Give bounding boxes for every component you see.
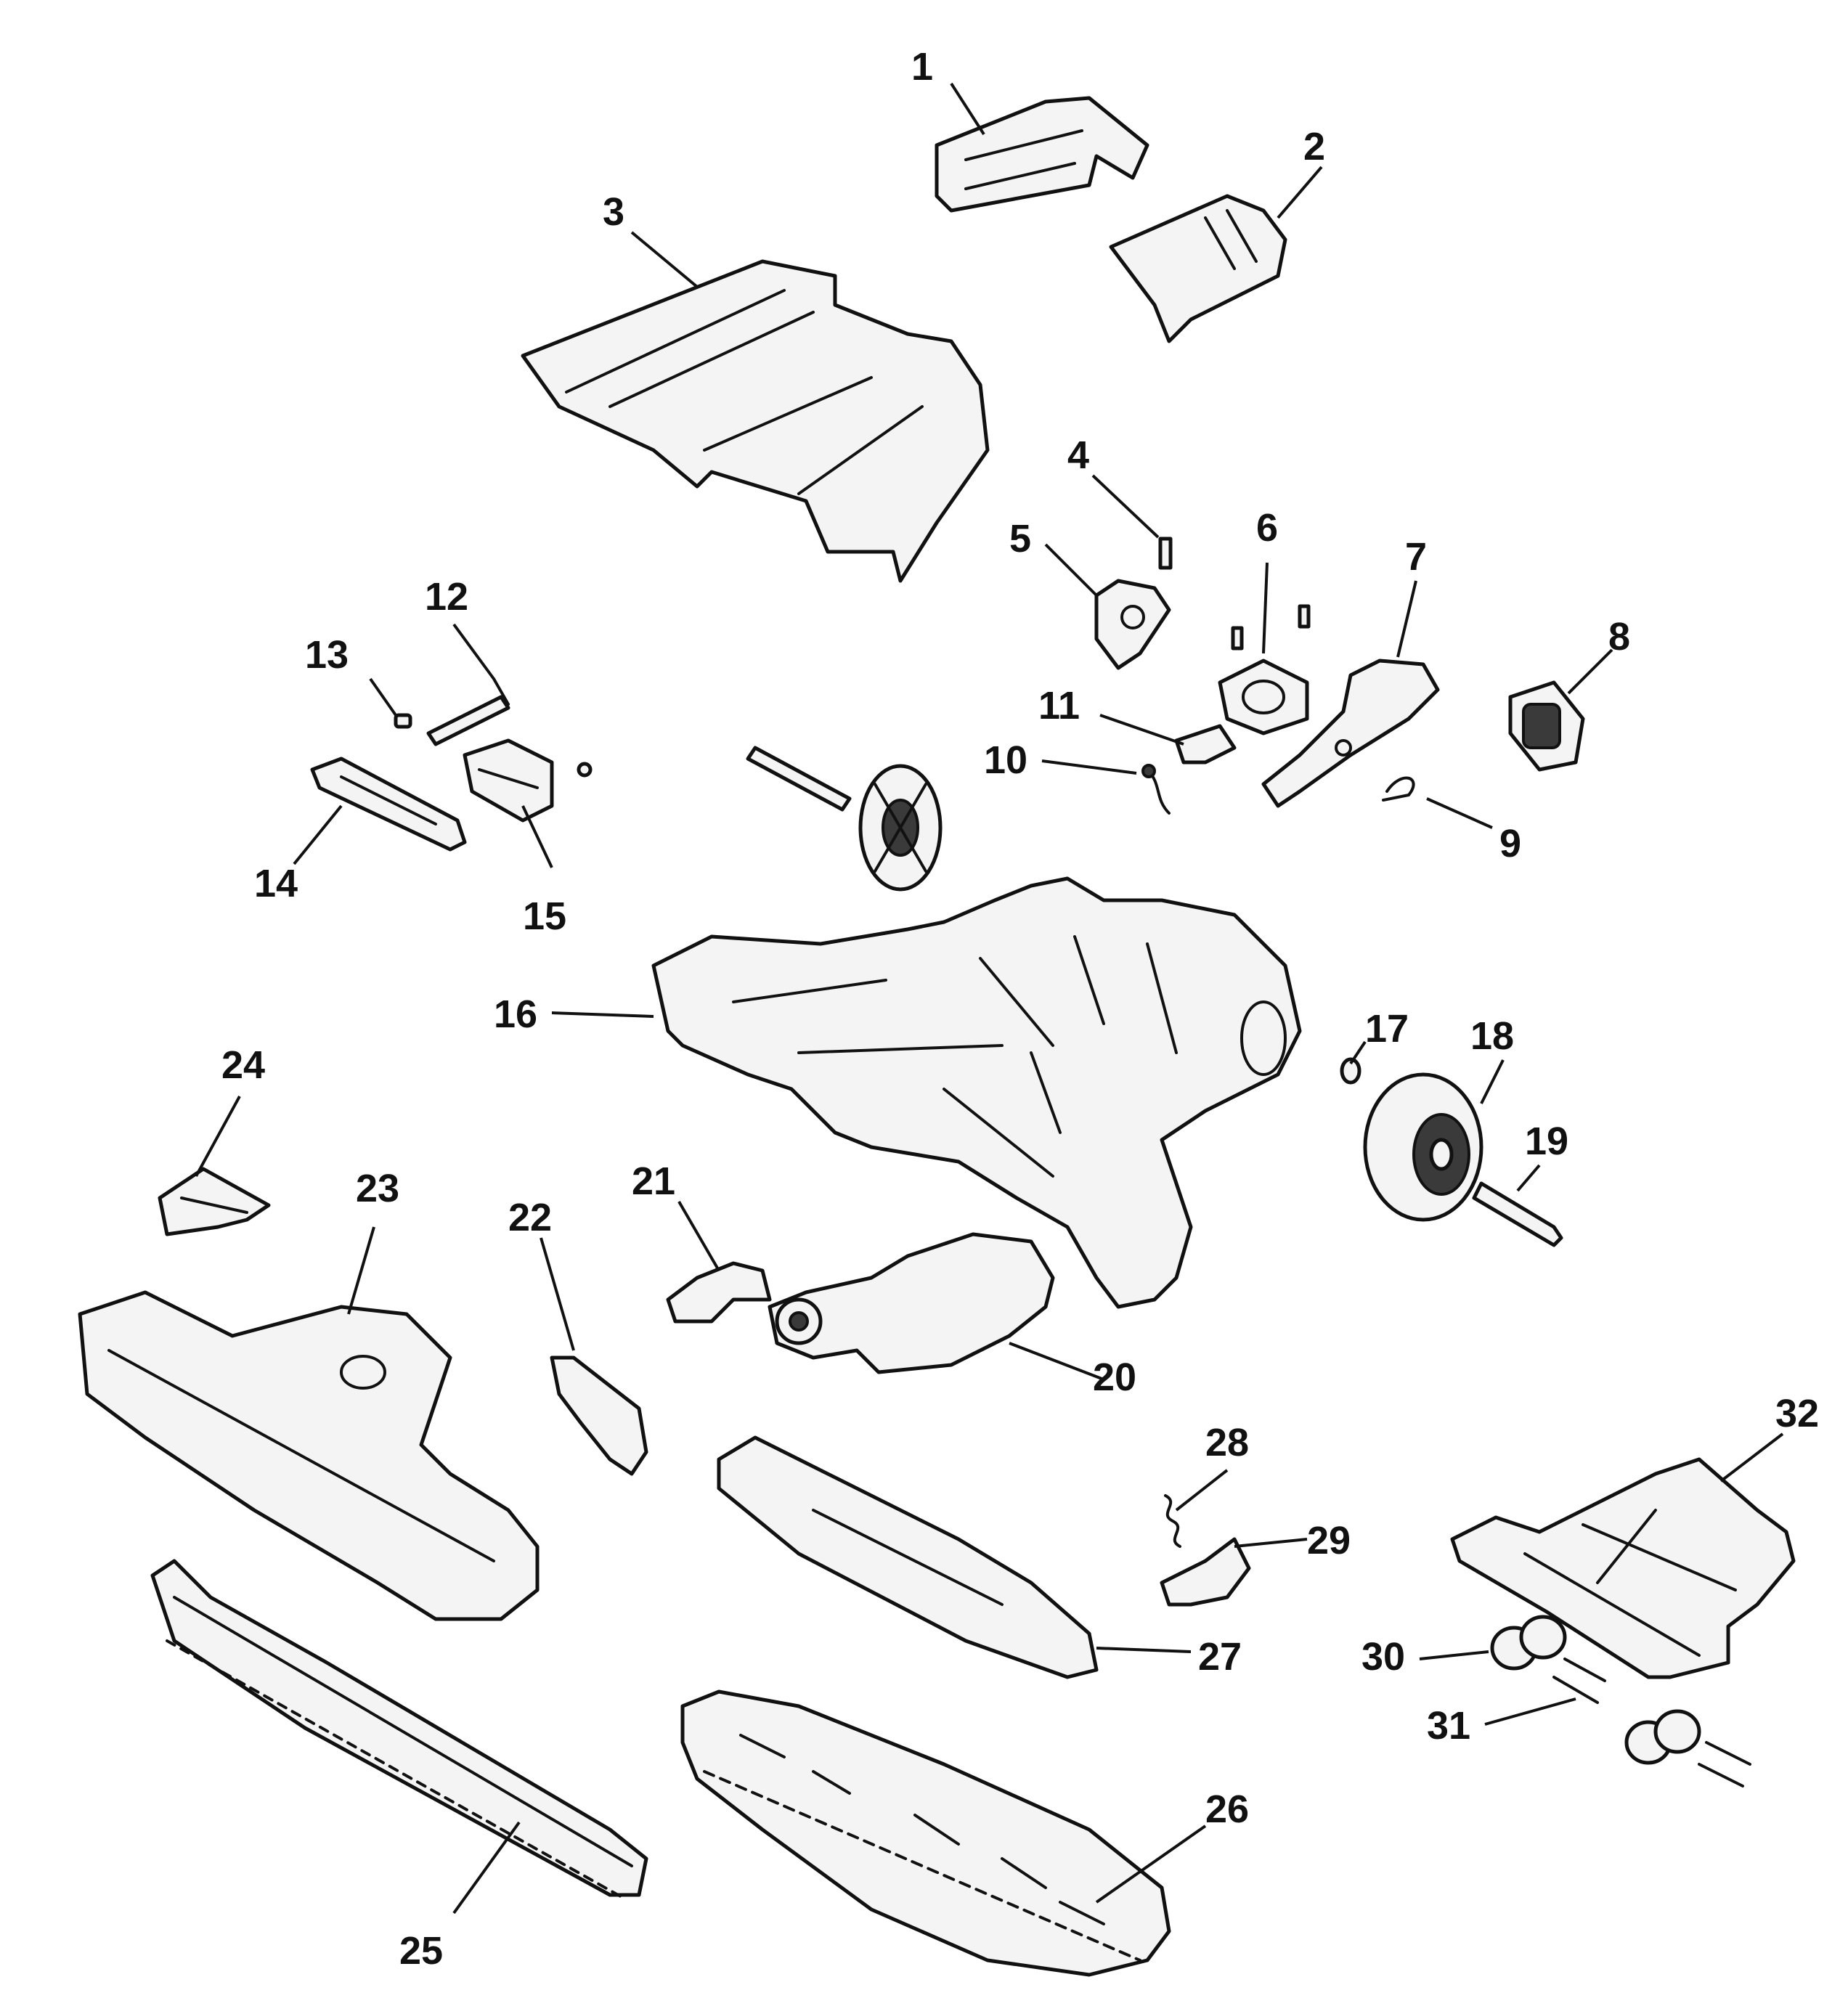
callout-2: 2 bbox=[1303, 125, 1325, 168]
callout-11: 11 bbox=[1038, 684, 1080, 727]
part-13-screw bbox=[394, 713, 412, 729]
callout-3: 3 bbox=[603, 190, 624, 234]
callout-4: 4 bbox=[1067, 433, 1089, 477]
part-5-switch bbox=[1094, 579, 1171, 670]
part-32-carriage bbox=[1450, 1457, 1796, 1679]
part-23-nozzle-hood bbox=[78, 1290, 540, 1621]
callout-9: 9 bbox=[1499, 822, 1521, 865]
part-6-pulley-housing bbox=[1218, 604, 1311, 735]
callout-27: 27 bbox=[1198, 1635, 1242, 1679]
part-11-bracket bbox=[1174, 724, 1237, 765]
part-20-motor-housing bbox=[768, 1232, 1055, 1374]
part-8-bearing bbox=[1508, 680, 1585, 772]
callout-1: 1 bbox=[911, 45, 933, 89]
callout-16: 16 bbox=[494, 992, 537, 1036]
part-22-side-bracket bbox=[550, 1355, 648, 1476]
part-25-bumper-strip bbox=[150, 1559, 648, 1900]
callout-labels: 1 2 3 4 5 6 7 8 9 10 11 12 13 14 15 16 1… bbox=[221, 45, 1819, 1973]
callout-26: 26 bbox=[1205, 1787, 1249, 1831]
part-14-rail bbox=[310, 757, 467, 852]
part-31-pins bbox=[1552, 1658, 1751, 1787]
callout-15: 15 bbox=[523, 894, 566, 938]
part-10-spring bbox=[1141, 764, 1171, 815]
part-30-rollers bbox=[1490, 1615, 1701, 1765]
callout-25: 25 bbox=[399, 1929, 443, 1973]
callout-29: 29 bbox=[1307, 1519, 1351, 1562]
part-15-latch-plate bbox=[463, 738, 593, 823]
callout-18: 18 bbox=[1470, 1014, 1514, 1058]
part-4-screw bbox=[1158, 537, 1173, 570]
callout-17: 17 bbox=[1365, 1007, 1409, 1051]
part-19-axle-bolt bbox=[1472, 1181, 1563, 1247]
callout-22: 22 bbox=[508, 1196, 552, 1239]
callout-12: 12 bbox=[425, 575, 468, 619]
callout-5: 5 bbox=[1009, 517, 1031, 560]
front-wheel bbox=[858, 764, 943, 892]
callout-30: 30 bbox=[1361, 1635, 1405, 1679]
callout-8: 8 bbox=[1608, 615, 1630, 659]
callout-19: 19 bbox=[1525, 1120, 1568, 1163]
callout-7: 7 bbox=[1405, 535, 1427, 579]
leader-lines bbox=[195, 82, 1784, 1915]
callout-14: 14 bbox=[254, 862, 298, 905]
axle-front bbox=[746, 746, 852, 812]
part-9-clip bbox=[1382, 776, 1415, 802]
callout-10: 10 bbox=[984, 738, 1027, 782]
part-2-cover bbox=[1109, 194, 1287, 343]
callout-6: 6 bbox=[1256, 506, 1278, 550]
part-21-belt-guard bbox=[666, 1261, 772, 1324]
callout-24: 24 bbox=[221, 1043, 265, 1087]
callout-20: 20 bbox=[1093, 1355, 1136, 1399]
part-26-brushroll-plate bbox=[680, 1689, 1171, 1977]
part-3-hood bbox=[521, 259, 990, 583]
part-12-rod bbox=[426, 677, 510, 746]
callout-32: 32 bbox=[1775, 1392, 1819, 1435]
part-16-base-chassis bbox=[651, 876, 1302, 1309]
part-1-top-cover bbox=[935, 96, 1149, 213]
part-28-spring bbox=[1164, 1494, 1181, 1548]
part-29-latch bbox=[1160, 1537, 1251, 1607]
part-27-base-plate bbox=[717, 1435, 1099, 1679]
callout-23: 23 bbox=[356, 1167, 399, 1210]
callout-21: 21 bbox=[632, 1159, 675, 1203]
part-17-washer bbox=[1340, 1057, 1361, 1085]
part-24-clip bbox=[158, 1167, 271, 1236]
callout-13: 13 bbox=[305, 633, 349, 677]
part-18-rear-wheel bbox=[1363, 1072, 1483, 1222]
callout-28: 28 bbox=[1205, 1421, 1249, 1464]
part-7-lever-pedal bbox=[1261, 659, 1440, 808]
callout-31: 31 bbox=[1427, 1704, 1470, 1748]
